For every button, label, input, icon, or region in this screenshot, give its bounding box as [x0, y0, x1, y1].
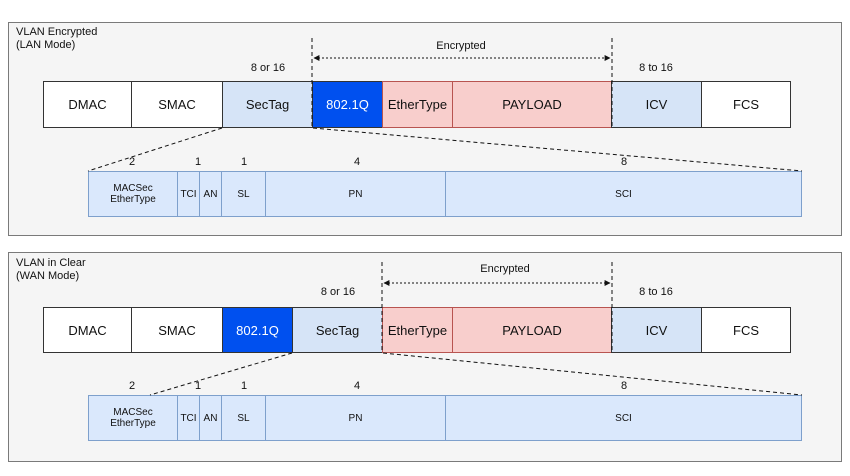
pn-field: PN [265, 395, 446, 441]
wan-mode-title: VLAN in Clear (WAN Mode) [16, 257, 86, 282]
encrypted-label-top: Encrypted [436, 40, 486, 52]
sci-size-top: 8 [620, 156, 628, 168]
an-field: AN [199, 171, 222, 217]
tci-size-bottom: 1 [194, 380, 202, 392]
payload-field: PAYLOAD [452, 307, 612, 353]
sci-field: SCI [445, 171, 802, 217]
icv-field: ICV [611, 307, 702, 353]
dmac-field: DMAC [43, 307, 132, 353]
icv-size-label-top: 8 to 16 [639, 62, 673, 74]
fcs-field: FCS [701, 307, 791, 353]
pn-field: PN [265, 171, 446, 217]
tci-field: TCI [177, 171, 200, 217]
sl-size-bottom: 1 [240, 380, 248, 392]
vlan-8021q-field: 802.1Q [222, 307, 293, 353]
sci-field: SCI [445, 395, 802, 441]
sectag-size-label-top: 8 or 16 [250, 62, 286, 74]
sectag-size-label-bottom: 8 or 16 [320, 286, 356, 298]
ethertype-field: EtherType [382, 81, 453, 128]
macsec-size-bottom: 2 [128, 380, 136, 392]
sci-size-bottom: 8 [620, 380, 628, 392]
macsec-ethertype-field: MACSec EtherType [88, 395, 178, 441]
tci-field: TCI [177, 395, 200, 441]
icv-field: ICV [611, 81, 702, 128]
macsec-ethertype-field: MACSec EtherType [88, 171, 178, 217]
payload-field: PAYLOAD [452, 81, 612, 128]
smac-field: SMAC [131, 81, 223, 128]
encrypted-label-bottom: Encrypted [480, 263, 530, 275]
ethertype-field: EtherType [382, 307, 453, 353]
fcs-field: FCS [701, 81, 791, 128]
sectag-field: SecTag [292, 307, 383, 353]
macsec-size-top: 2 [128, 156, 136, 168]
sl-field: SL [221, 395, 266, 441]
sectag-field: SecTag [222, 81, 313, 128]
sl-field: SL [221, 171, 266, 217]
icv-size-label-bottom: 8 to 16 [639, 286, 673, 298]
lan-mode-title: VLAN Encrypted (LAN Mode) [16, 26, 98, 51]
pn-size-bottom: 4 [353, 380, 361, 392]
sl-size-top: 1 [240, 156, 248, 168]
tci-size-top: 1 [194, 156, 202, 168]
pn-size-top: 4 [353, 156, 361, 168]
vlan-8021q-field: 802.1Q [312, 81, 383, 128]
an-field: AN [199, 395, 222, 441]
dmac-field: DMAC [43, 81, 132, 128]
smac-field: SMAC [131, 307, 223, 353]
